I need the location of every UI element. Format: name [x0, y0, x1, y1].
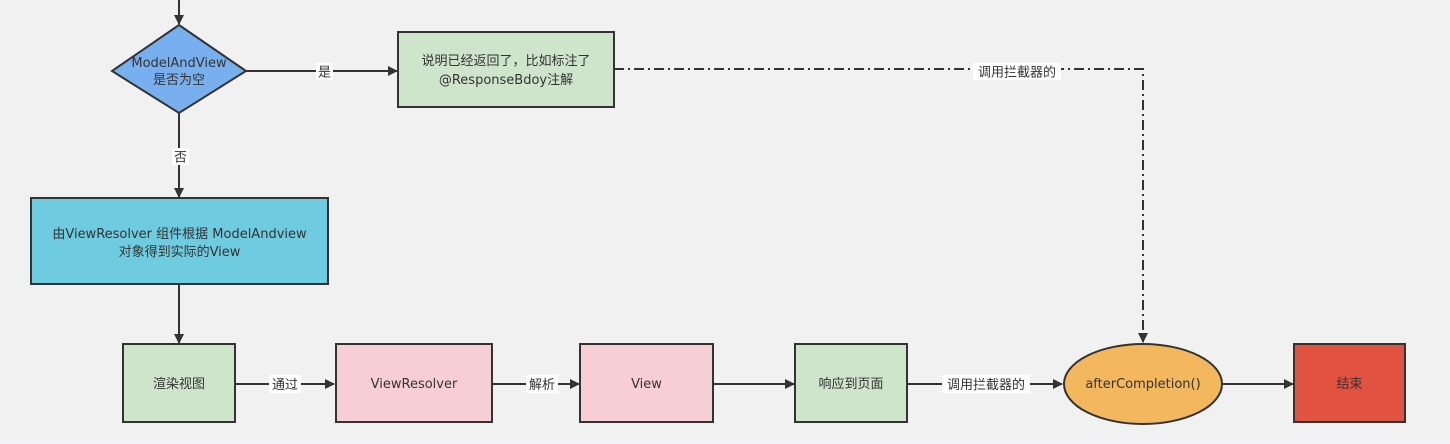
- edge-label-call-dashed-text: 调用拦截器的: [978, 65, 1056, 81]
- node-end[interactable]: 结束: [1293, 343, 1406, 423]
- node-already-returned[interactable]: 说明已经返回了，比如标注了 @ResponseBdoy注解: [397, 31, 615, 108]
- node-decision-line-2: 是否为空: [153, 73, 205, 88]
- edge-label-call-text: 调用拦截器的: [947, 377, 1025, 393]
- edge-label-via-text: 通过: [272, 378, 298, 393]
- edge-label-no: 否: [172, 148, 189, 166]
- node-view[interactable]: View: [579, 343, 714, 423]
- node-resolve-line-1: 由ViewResolver 组件根据 ModelAndview: [52, 227, 307, 242]
- node-decision-modelandview-empty[interactable]: ModelAndView 是否为空: [110, 23, 248, 115]
- edge-label-parse-text: 解析: [529, 378, 555, 393]
- edge-label-yes: 是: [316, 63, 333, 81]
- edge-label-call: 调用拦截器的: [942, 375, 1030, 393]
- node-render-label: 渲染视图: [153, 377, 205, 392]
- node-viewresolver-label: ViewResolver: [371, 377, 458, 392]
- node-after-label: afterCompletion(): [1085, 377, 1200, 392]
- node-viewresolver[interactable]: ViewResolver: [335, 343, 493, 423]
- edge-label-no-text: 否: [174, 151, 187, 166]
- edge-label-yes-text: 是: [318, 66, 331, 81]
- node-returned-line-2: @ResponseBdoy注解: [439, 73, 573, 88]
- node-view-label: View: [631, 377, 662, 392]
- node-render-view[interactable]: 渲染视图: [122, 343, 236, 423]
- node-respond-label: 响应到页面: [818, 376, 883, 392]
- canvas-bottom-edge: [0, 440, 1450, 444]
- node-viewresolver-resolve[interactable]: 由ViewResolver 组件根据 ModelAndview 对象得到实际的V…: [30, 197, 329, 285]
- edge-label-parse: 解析: [526, 375, 558, 393]
- node-respond-to-page[interactable]: 响应到页面: [794, 343, 908, 423]
- node-after-completion[interactable]: afterCompletion(): [1063, 343, 1223, 425]
- edge-returned-to-after-dashed: [614, 68, 1148, 343]
- node-resolve-line-2: 对象得到实际的View: [119, 244, 241, 260]
- edge-label-call-dashed: 调用拦截器的: [973, 63, 1061, 81]
- node-returned-line-1: 说明已经返回了，比如标注了: [421, 53, 590, 69]
- node-end-label: 结束: [1336, 377, 1362, 392]
- edge-label-via: 通过: [269, 375, 301, 393]
- node-decision-line-1: ModelAndView: [131, 56, 227, 71]
